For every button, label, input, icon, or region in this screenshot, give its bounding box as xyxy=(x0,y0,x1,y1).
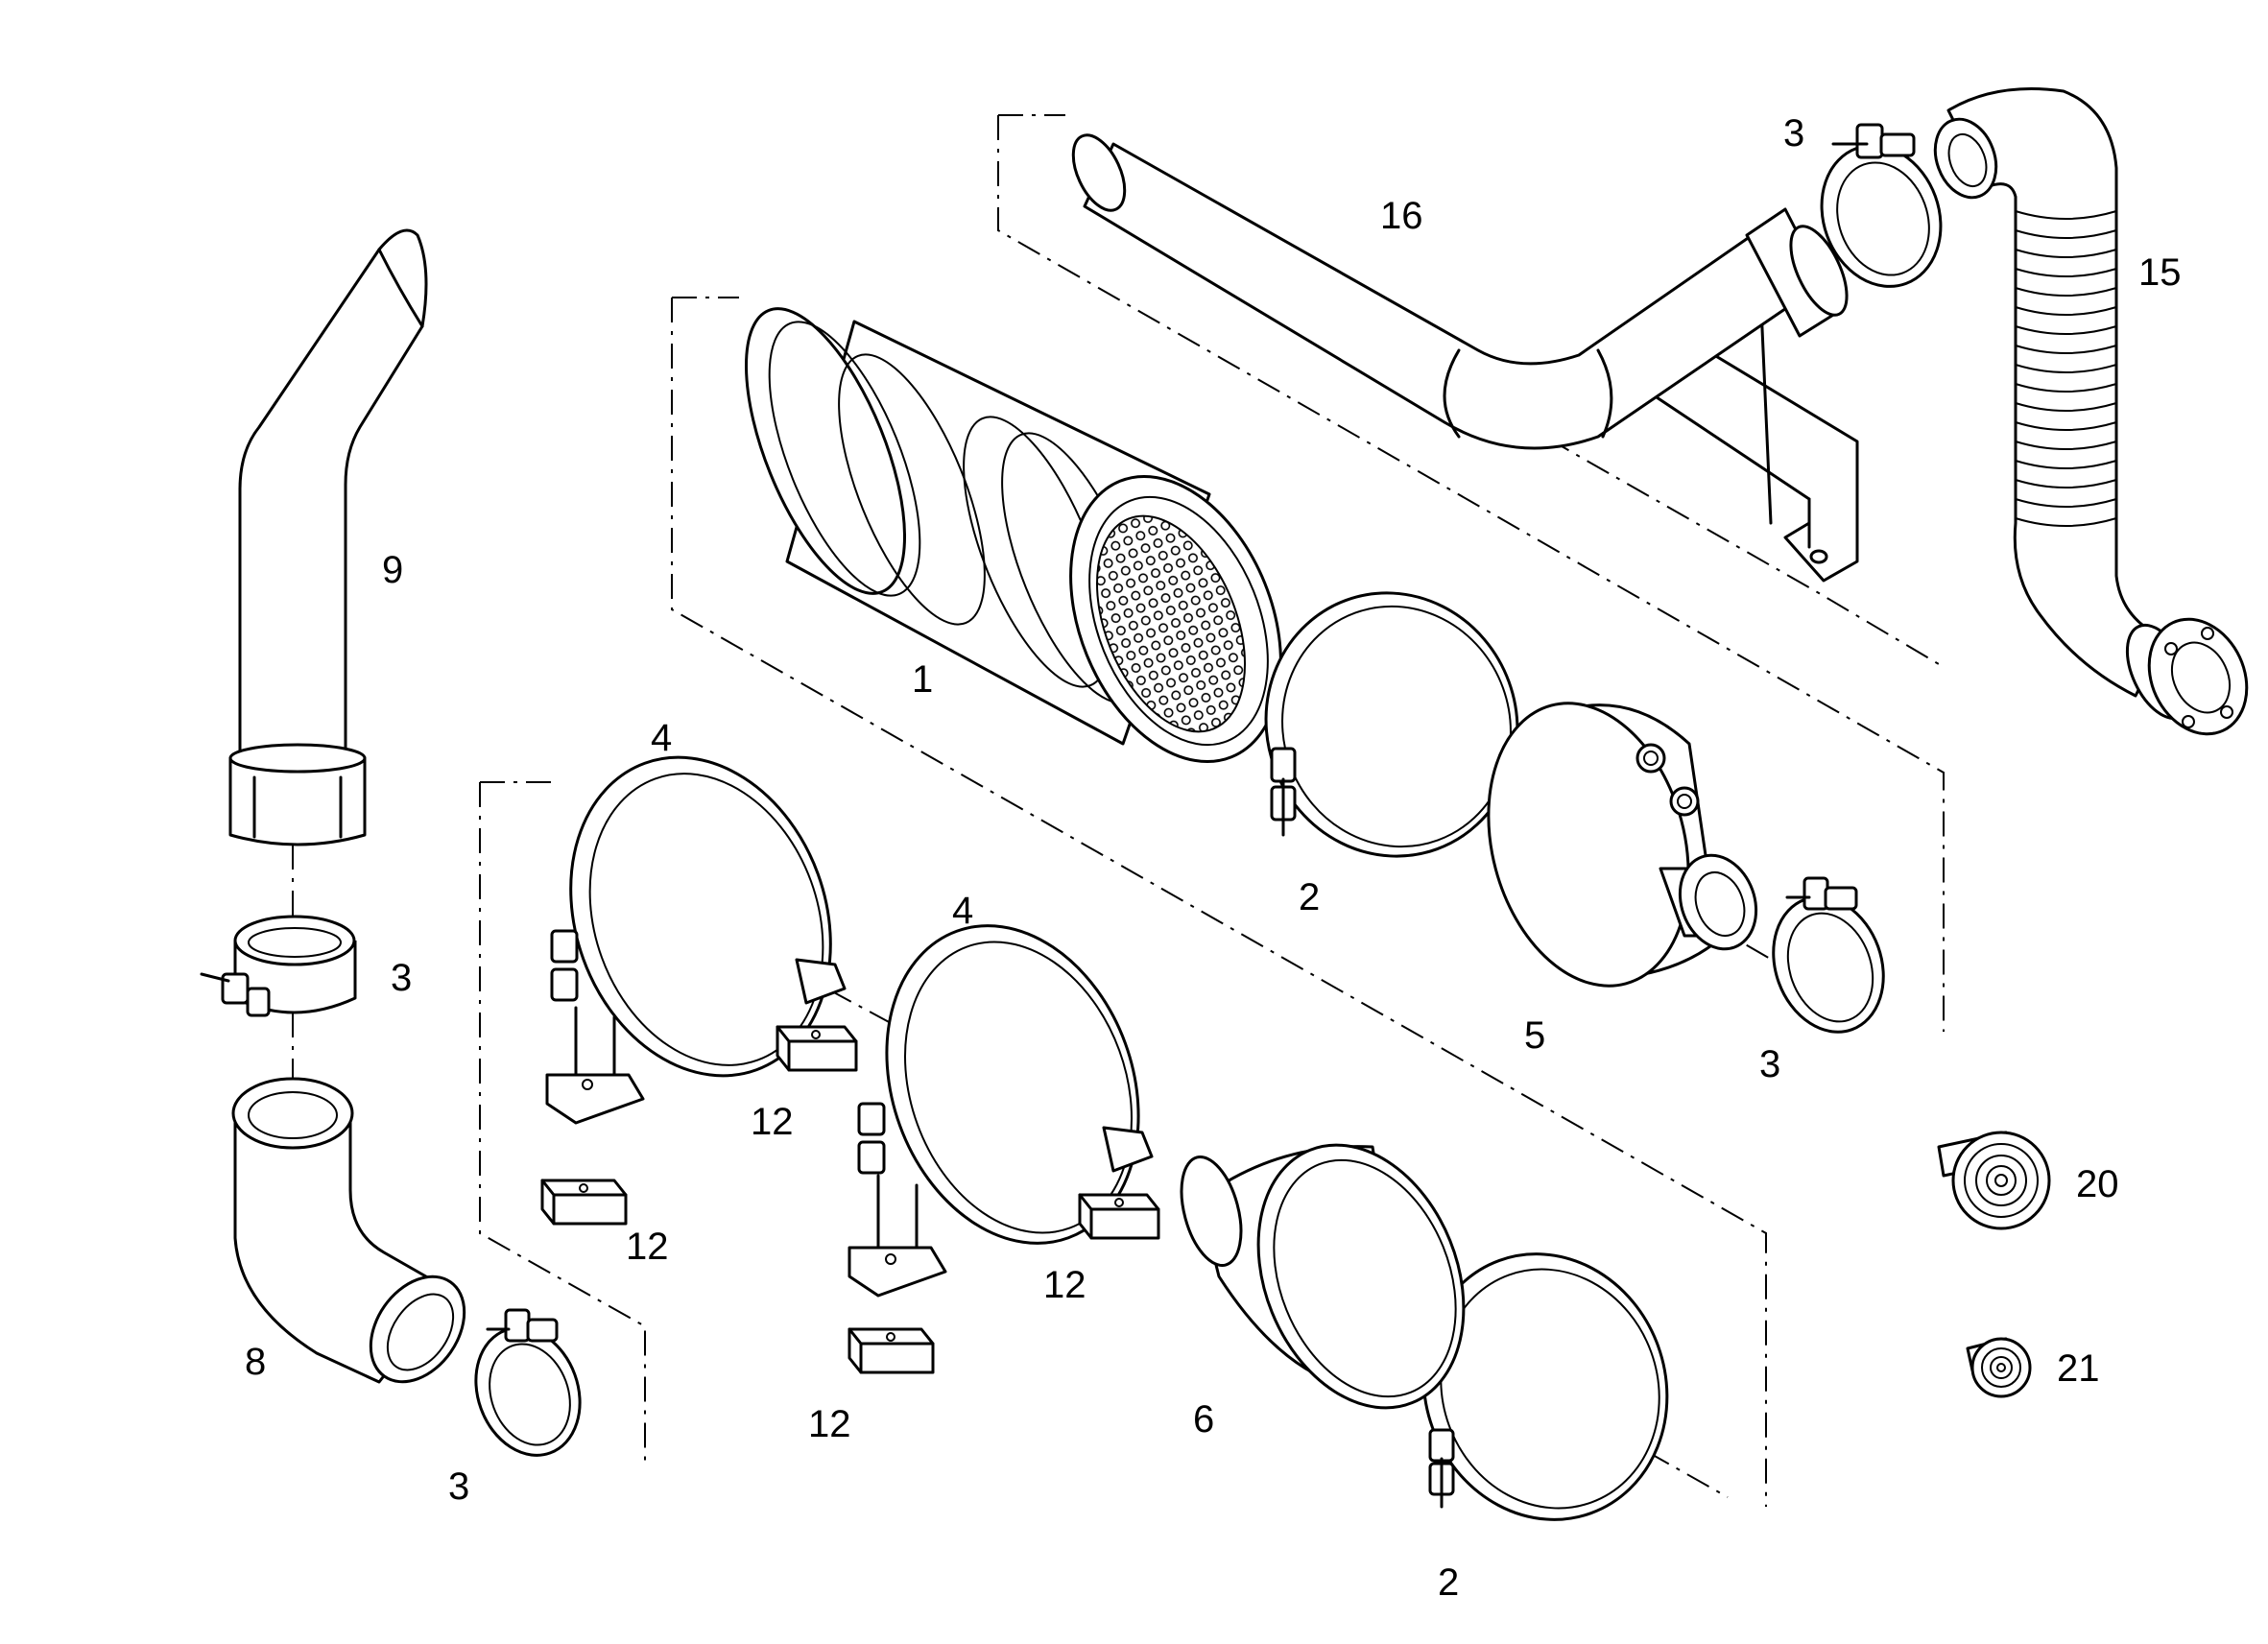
part-12-pads xyxy=(540,1025,1160,1374)
callout-12-upper: 12 xyxy=(751,1101,794,1143)
callout-2-lower: 2 xyxy=(1438,1561,1459,1604)
callout-1: 1 xyxy=(912,658,933,701)
callout-5: 5 xyxy=(1524,1014,1545,1057)
callout-8: 8 xyxy=(245,1341,266,1383)
callout-2-upper: 2 xyxy=(1299,876,1320,918)
part-1-silencer xyxy=(744,307,1282,764)
callout-16: 16 xyxy=(1380,195,1423,237)
callout-12-lower: 12 xyxy=(808,1403,851,1445)
callout-3-left: 3 xyxy=(391,957,412,999)
part-3-clamp-left xyxy=(200,915,357,1017)
callout-4-left: 4 xyxy=(651,717,672,759)
callout-3-mid-right: 3 xyxy=(1759,1043,1780,1085)
part-20-tape-roll xyxy=(1937,1131,2051,1230)
part-21-tape-roll xyxy=(1966,1337,2032,1398)
part-3-clamp-mid-right xyxy=(1772,876,1885,1034)
corrugation-rings xyxy=(2015,210,2117,527)
part-3-clamp-upper-right xyxy=(1820,123,1943,288)
callout-3-lower-left: 3 xyxy=(448,1465,469,1508)
part-4-mount-strap-right xyxy=(848,924,1154,1298)
part-8-elbow-hose xyxy=(231,1077,466,1384)
part-4-mount-strap-left xyxy=(545,755,847,1125)
callout-labels: 16 3 15 9 1 4 2 3 4 5 3 12 12 12 20 8 21… xyxy=(245,112,2182,1604)
part-16-pipe xyxy=(1071,133,1859,583)
part-2-band-clamp-upper xyxy=(1264,591,1519,858)
part-3-clamp-lower-left xyxy=(474,1308,582,1457)
callout-3-top: 3 xyxy=(1783,112,1804,155)
callout-9: 9 xyxy=(382,549,403,591)
callout-12-left: 12 xyxy=(626,1226,669,1268)
callout-21: 21 xyxy=(2057,1347,2100,1390)
part-9-tail-pipe xyxy=(228,228,428,846)
callout-20: 20 xyxy=(2076,1163,2119,1205)
part-6-inlet-cone xyxy=(1180,1143,1466,1410)
callout-15: 15 xyxy=(2138,251,2182,294)
callout-4-right: 4 xyxy=(952,890,973,932)
callout-12-right: 12 xyxy=(1043,1264,1086,1306)
part-5-end-cap xyxy=(1487,702,1758,988)
part-2-band-clamp-lower xyxy=(1421,1252,1669,1521)
part-15-flex-pipe xyxy=(1933,87,2249,736)
callout-6: 6 xyxy=(1193,1398,1214,1441)
